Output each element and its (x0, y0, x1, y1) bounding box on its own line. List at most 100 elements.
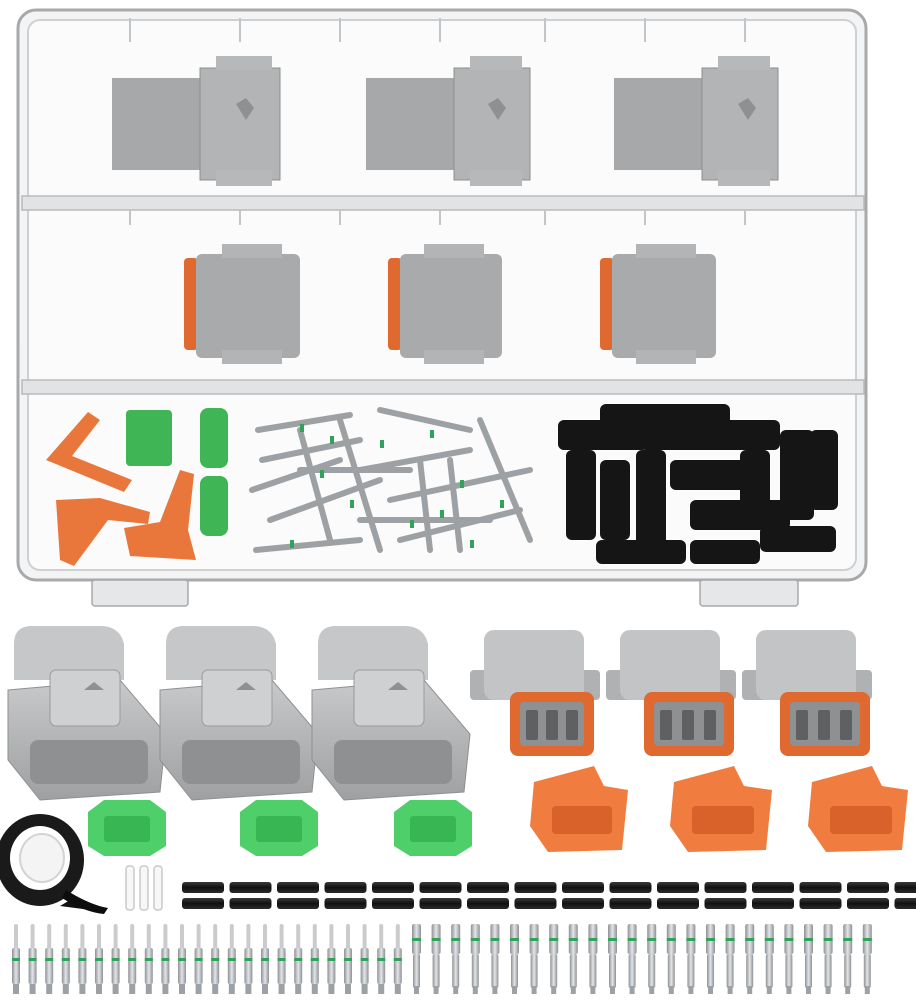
orange-wedgelocks (530, 766, 908, 852)
heat-shrink-tube (562, 882, 604, 893)
male-pin (45, 924, 54, 994)
male-pin (261, 924, 269, 994)
heat-shrink-tube (609, 898, 652, 909)
case-divider-bottom (21, 379, 865, 395)
female-socket (529, 924, 539, 994)
male-pin (111, 924, 120, 994)
heat-shrink-tube (182, 882, 224, 893)
heat-shrink-tube (657, 882, 699, 893)
case-divider-top (21, 195, 865, 211)
case-female-connectors (184, 244, 716, 364)
heat-shrink-tubes (182, 882, 916, 909)
male-connector-3 (311, 626, 471, 801)
male-pin (393, 924, 402, 994)
female-socket (745, 924, 755, 994)
heat-shrink-tube (419, 882, 462, 893)
case-heat-shrink-pile (558, 404, 838, 564)
heat-shrink-tube (419, 898, 462, 909)
heat-shrink-tube (324, 898, 367, 909)
male-pin (61, 924, 70, 994)
male-pin (344, 924, 352, 994)
male-pin (12, 924, 20, 994)
loose-male-connectors (7, 626, 471, 801)
green-wedgelock-2 (240, 800, 318, 856)
female-sockets (412, 924, 872, 994)
female-socket (784, 924, 794, 994)
case-latches (91, 579, 799, 607)
heat-shrink-tube (229, 882, 272, 893)
female-socket (588, 924, 598, 994)
heat-shrink-tube (704, 898, 747, 909)
heat-shrink-tube (562, 898, 604, 909)
male-pin (377, 924, 386, 994)
case-male-connector-2 (366, 56, 531, 186)
male-pin (178, 924, 186, 994)
heat-shrink-tube (277, 898, 319, 909)
male-pin (28, 924, 37, 994)
male-pin (294, 924, 303, 994)
orange-wedgelock-3 (808, 766, 908, 852)
heat-shrink-tube (609, 882, 652, 893)
heat-shrink-tube (704, 882, 747, 893)
heat-shrink-tube (752, 898, 794, 909)
sealing-plugs (125, 865, 163, 911)
heat-shrink-tube (799, 882, 842, 893)
sealing-plug-2 (139, 865, 149, 911)
female-connector-2 (606, 630, 736, 756)
heat-shrink-tube (467, 882, 509, 893)
male-pin (128, 924, 137, 994)
female-socket (490, 924, 500, 994)
loose-female-connectors (470, 630, 872, 756)
male-pins (12, 924, 402, 994)
female-connector-3 (742, 630, 872, 756)
heat-shrink-tube (372, 882, 414, 893)
heat-shrink-tube (847, 898, 889, 909)
heat-shrink-tube (752, 882, 794, 893)
orange-wedgelock-1 (530, 766, 628, 852)
female-socket (608, 924, 617, 994)
female-socket (666, 924, 676, 994)
sealing-plug-1 (125, 865, 135, 911)
heat-shrink-tube (229, 898, 272, 909)
heat-shrink-tube (514, 882, 557, 893)
case-female-connector-2 (388, 244, 502, 364)
case-male-connector-3 (614, 56, 779, 186)
female-socket (627, 924, 637, 994)
heat-shrink-tube (372, 898, 414, 909)
case-male-connector-1 (112, 56, 281, 186)
sealing-plug-3 (153, 865, 163, 911)
female-socket (451, 924, 461, 994)
case-male-connectors (112, 56, 779, 186)
male-pin (78, 924, 87, 994)
heat-shrink-tube (277, 882, 319, 893)
male-pin (327, 924, 336, 994)
male-pin (244, 924, 253, 994)
case-orange-wedges (46, 412, 196, 566)
female-socket (470, 924, 480, 994)
case-pin-pile (249, 407, 533, 553)
female-socket (725, 924, 735, 994)
male-pin (161, 924, 170, 994)
female-socket (686, 924, 696, 994)
male-connector-2 (159, 626, 319, 801)
case-rib-marks (129, 18, 746, 225)
heat-shrink-tube (467, 898, 509, 909)
case-female-connector-1 (184, 244, 300, 364)
latch-right (699, 579, 799, 607)
female-socket (706, 924, 715, 994)
heat-shrink-tube (182, 898, 224, 909)
female-socket (412, 924, 421, 994)
female-socket (804, 924, 813, 994)
female-connector-1 (470, 630, 600, 756)
green-wedgelock-1 (88, 800, 166, 856)
male-pin (277, 924, 286, 994)
heat-shrink-tube (894, 882, 916, 893)
heat-shrink-tube (657, 898, 699, 909)
male-pin (194, 924, 203, 994)
male-pin (360, 924, 369, 994)
heat-shrink-tube (847, 882, 889, 893)
male-pin (310, 924, 319, 994)
male-pin (211, 924, 220, 994)
case-female-connector-3 (600, 244, 716, 364)
